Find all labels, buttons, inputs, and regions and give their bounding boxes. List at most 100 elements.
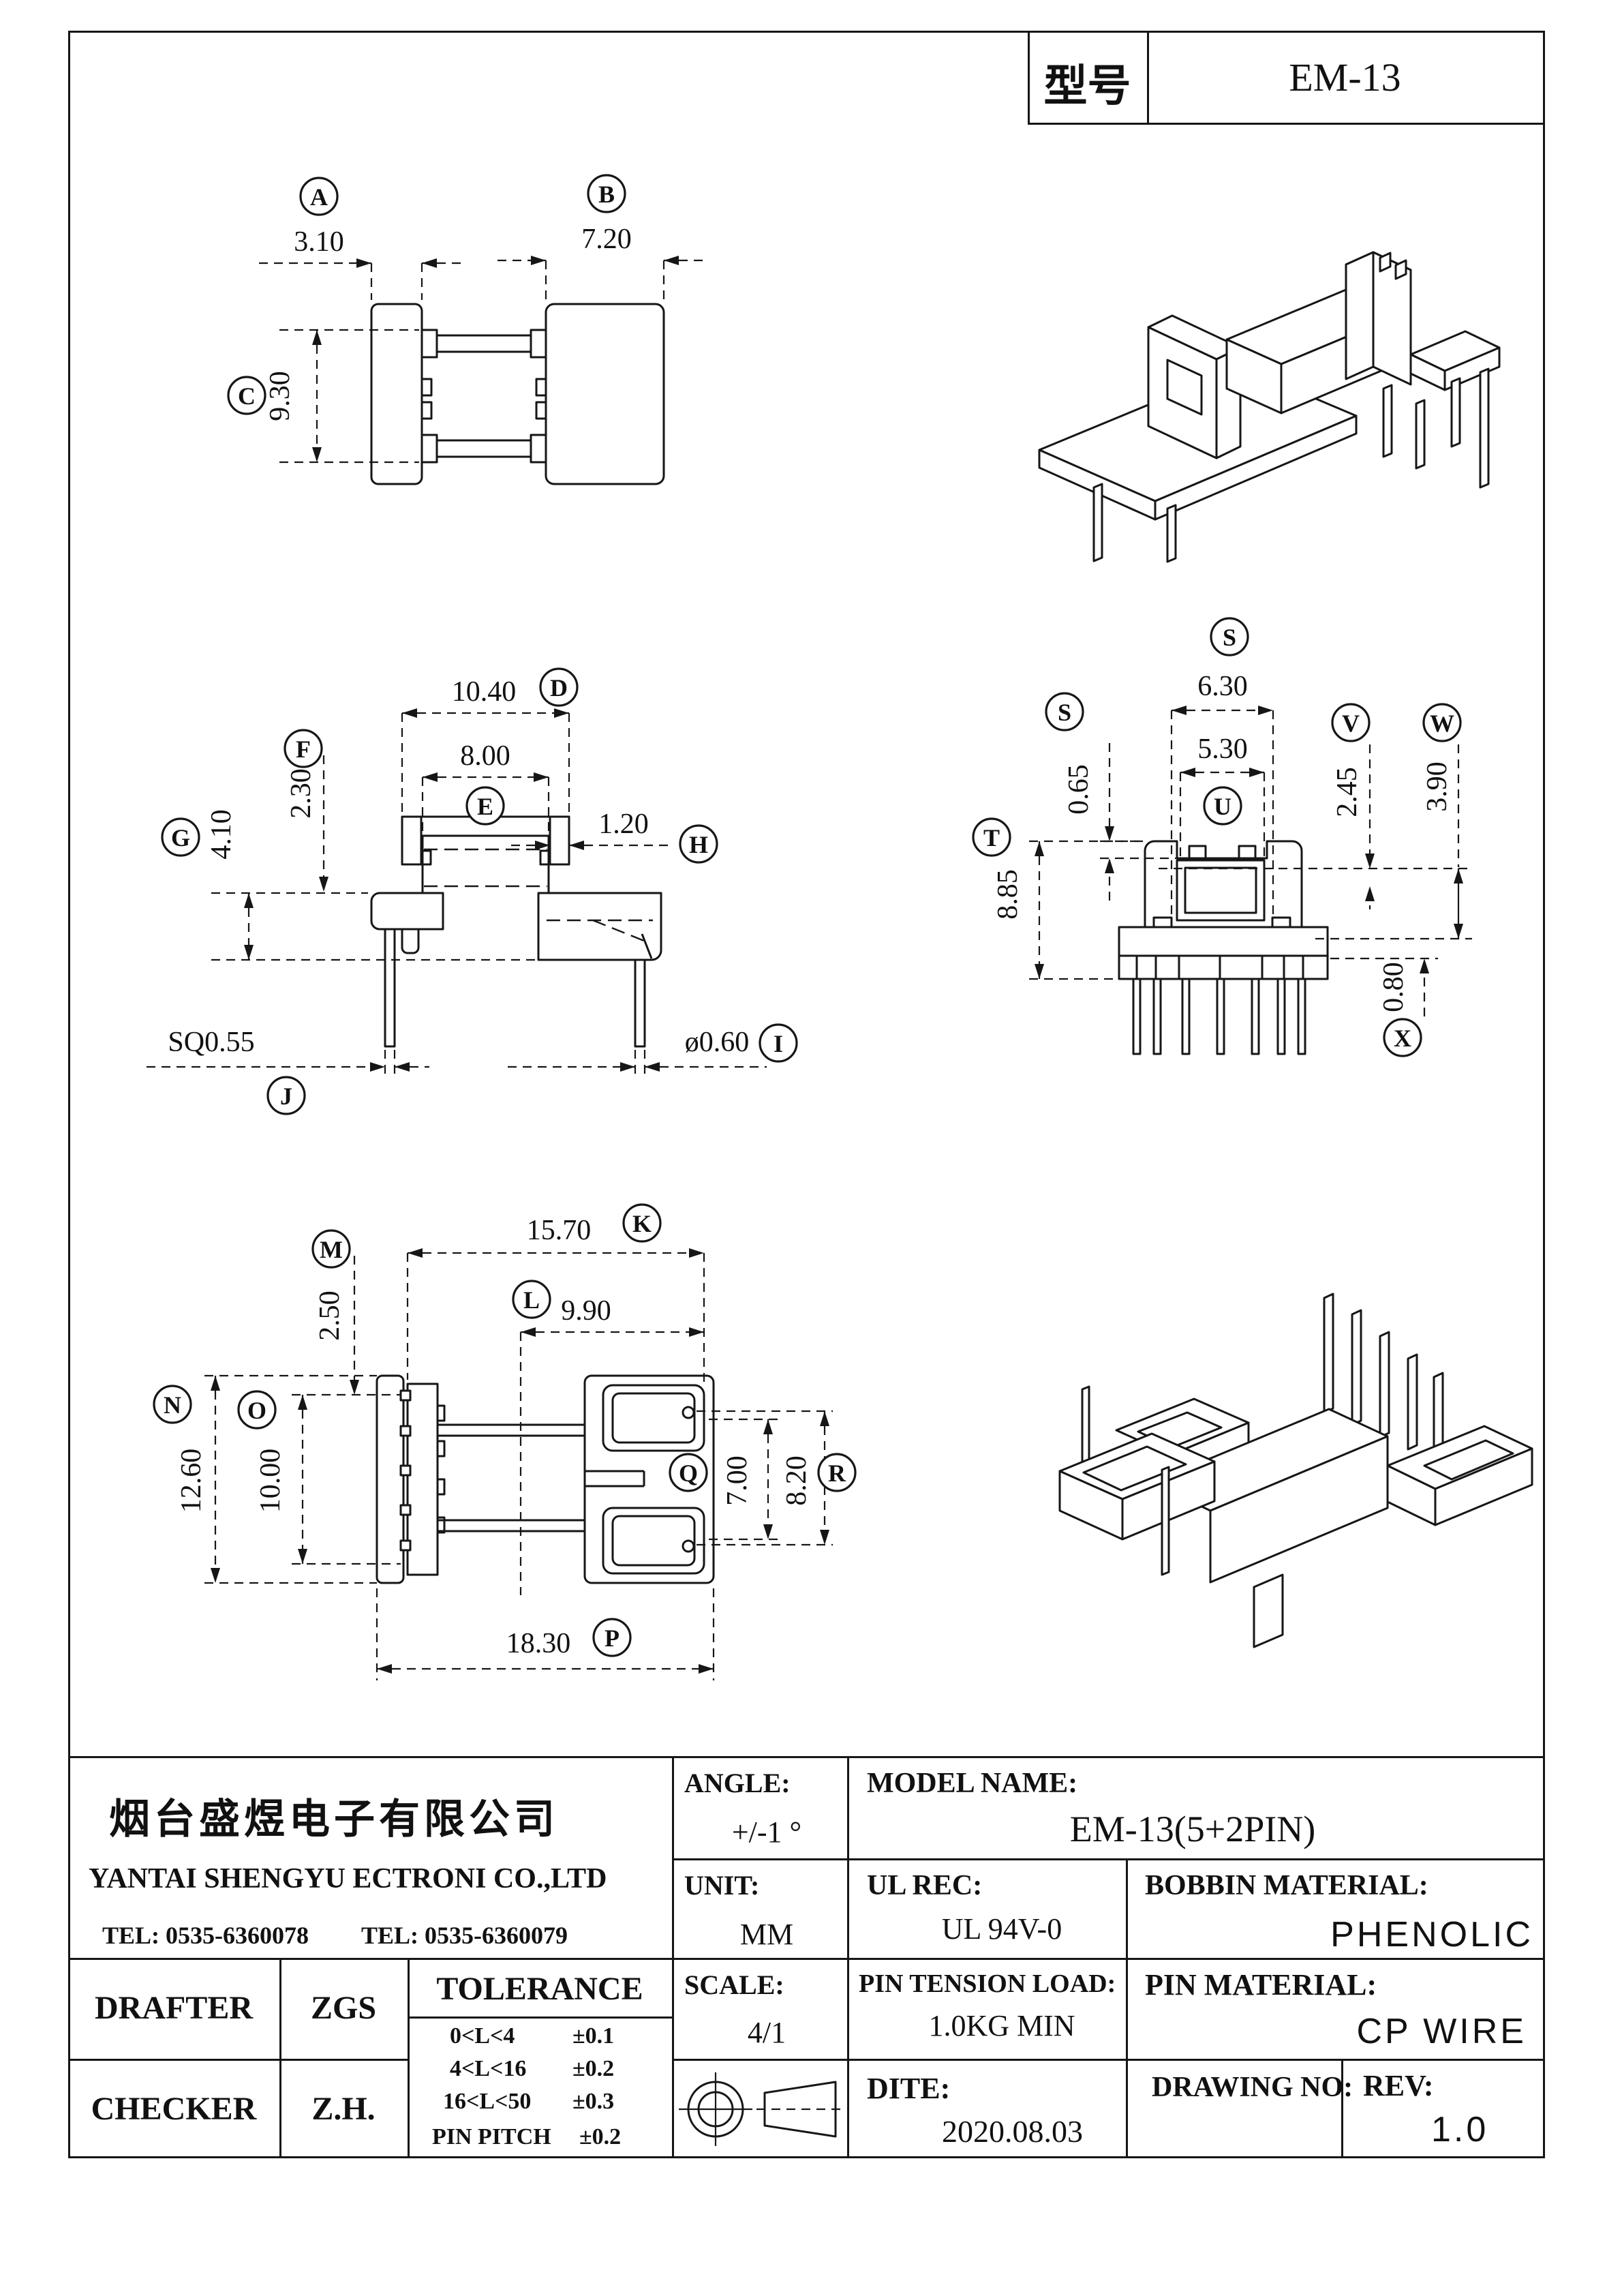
ul-rec-value: UL 94V-0 bbox=[941, 1912, 1062, 1946]
dite-label: DITE: bbox=[867, 2072, 951, 2105]
svg-text:3.10: 3.10 bbox=[294, 226, 344, 258]
angle-label: ANGLE: bbox=[684, 1768, 791, 1798]
rev-value: 1.0 bbox=[1431, 2110, 1489, 2149]
tolerance-row-value: ±0.3 bbox=[572, 2089, 615, 2114]
pin-material-value: CP WIRE bbox=[1356, 2012, 1527, 2051]
company-name-cn: 烟台盛煜电子有限公司 bbox=[109, 1797, 559, 1842]
dim-L: 9.90 L bbox=[512, 1280, 704, 1337]
dim-D: 10.40 D bbox=[401, 667, 579, 814]
company-tel-right: TEL: 0535-6360079 bbox=[361, 1922, 568, 1949]
dim-G: 4.10 G bbox=[161, 809, 535, 961]
dim-K: 15.70 K bbox=[406, 1203, 705, 1383]
company-tel-left: TEL: 0535-6360078 bbox=[102, 1922, 309, 1949]
tolerance-row: 16<L<50 bbox=[443, 2089, 532, 2114]
svg-text:I: I bbox=[774, 1030, 783, 1057]
svg-text:4.10: 4.10 bbox=[206, 809, 237, 860]
dim-R: 8.20 R bbox=[697, 1410, 857, 1546]
pin-tension-label: PIN TENSION LOAD: bbox=[859, 1969, 1116, 1998]
svg-text:8.20: 8.20 bbox=[781, 1455, 812, 1506]
dim-H: 1.20 H bbox=[511, 809, 718, 864]
svg-text:2.45: 2.45 bbox=[1332, 767, 1363, 817]
angle-value: +/-1 ° bbox=[731, 1815, 802, 1849]
svg-text:M: M bbox=[320, 1236, 343, 1263]
svg-text:C: C bbox=[238, 382, 256, 410]
dim-N: 12.60 N bbox=[153, 1374, 377, 1584]
dim-W: 3.90 W bbox=[1422, 703, 1463, 939]
svg-text:X: X bbox=[1394, 1025, 1411, 1052]
front-view-part bbox=[370, 815, 662, 1048]
bottom-view-drawing: 15.70 K 2.50 M 9.90 L 12.60 N bbox=[153, 1203, 857, 1680]
svg-text:Q: Q bbox=[679, 1460, 698, 1487]
svg-text:N: N bbox=[164, 1391, 181, 1419]
svg-text:0.80: 0.80 bbox=[1378, 962, 1409, 1012]
svg-text:18.30: 18.30 bbox=[506, 1628, 571, 1659]
bobbin-material-value: PHENOLIC bbox=[1330, 1915, 1533, 1954]
drafter-label: DRAFTER bbox=[94, 1990, 253, 2026]
side-view-part bbox=[1118, 840, 1329, 1055]
dim-F: 2.30 F bbox=[284, 729, 328, 892]
svg-text:V: V bbox=[1342, 710, 1360, 737]
dim-O: 10.00 O bbox=[237, 1390, 401, 1565]
unit-label: UNIT: bbox=[684, 1870, 760, 1901]
svg-text:15.70: 15.70 bbox=[527, 1215, 592, 1246]
dim-E: 8.00 E bbox=[421, 740, 550, 833]
iso-upper-part bbox=[1038, 251, 1501, 563]
svg-text:2.50: 2.50 bbox=[314, 1290, 346, 1341]
tolerance-title: TOLERANCE bbox=[436, 1971, 643, 2007]
top-view-part bbox=[370, 303, 665, 485]
rev-label: REV: bbox=[1363, 2069, 1434, 2102]
svg-text:6.30: 6.30 bbox=[1197, 671, 1248, 702]
tolerance-row-value: ±0.1 bbox=[572, 2023, 615, 2049]
dim-T: 8.85 T bbox=[972, 817, 1145, 980]
company-name-en: YANTAI SHENGYU ECTRONI CO.,LTD bbox=[89, 1863, 607, 1894]
checker-label: CHECKER bbox=[91, 2091, 257, 2127]
svg-text:7.20: 7.20 bbox=[581, 224, 632, 255]
dim-S-top: 6.30 S bbox=[1170, 617, 1274, 918]
svg-text:P: P bbox=[605, 1625, 619, 1652]
svg-text:L: L bbox=[523, 1286, 540, 1314]
svg-text:T: T bbox=[983, 824, 1000, 851]
tolerance-row: 4<L<16 bbox=[450, 2056, 527, 2081]
model-name-value: EM-13(5+2PIN) bbox=[1069, 1809, 1316, 1849]
dim-B: 7.20 B bbox=[498, 174, 707, 300]
tolerance-row: 0<L<4 bbox=[450, 2023, 515, 2049]
svg-text:12.60: 12.60 bbox=[176, 1449, 207, 1513]
svg-text:E: E bbox=[477, 793, 493, 820]
svg-text:SQ0.55: SQ0.55 bbox=[168, 1027, 254, 1058]
svg-text:9.30: 9.30 bbox=[264, 371, 296, 421]
svg-text:8.85: 8.85 bbox=[992, 869, 1024, 920]
svg-text:7.00: 7.00 bbox=[722, 1455, 753, 1506]
svg-text:S: S bbox=[1058, 699, 1071, 726]
svg-text:D: D bbox=[550, 674, 568, 701]
dite-value: 2020.08.03 bbox=[942, 2114, 1083, 2149]
dim-Q: 7.00 Q bbox=[669, 1418, 778, 1541]
iso-lower-part bbox=[1058, 1293, 1533, 1648]
front-view-drawing: 10.40 D 8.00 E 2.30 F 4.10 bbox=[147, 667, 798, 1115]
dim-C: 9.30 C bbox=[227, 329, 419, 464]
scale-label: SCALE: bbox=[684, 1969, 784, 2000]
dim-V: 2.45 V bbox=[1331, 703, 1375, 909]
svg-text:10.40: 10.40 bbox=[452, 676, 517, 708]
isometric-view-lower bbox=[1058, 1293, 1533, 1648]
svg-text:F: F bbox=[296, 736, 311, 763]
svg-text:J: J bbox=[280, 1083, 292, 1110]
svg-text:8.00: 8.00 bbox=[460, 740, 510, 772]
dim-U: 5.30 U bbox=[1179, 734, 1266, 859]
svg-text:B: B bbox=[598, 181, 615, 208]
svg-text:W: W bbox=[1430, 710, 1454, 737]
svg-text:3.90: 3.90 bbox=[1422, 761, 1453, 812]
projection-symbol-icon bbox=[679, 2072, 844, 2146]
svg-text:10.00: 10.00 bbox=[255, 1449, 286, 1513]
pin-tension-value: 1.0KG MIN bbox=[928, 2009, 1075, 2042]
top-view-drawing: 3.10 A 7.20 B 9.30 C bbox=[227, 174, 707, 485]
svg-text:O: O bbox=[247, 1397, 266, 1424]
svg-text:H: H bbox=[689, 831, 708, 858]
svg-text:U: U bbox=[1214, 793, 1231, 820]
drawing-no-label: DRAWING NO: bbox=[1152, 2072, 1353, 2103]
scale-value: 4/1 bbox=[747, 2016, 786, 2049]
svg-text:0.65: 0.65 bbox=[1063, 764, 1095, 815]
dim-A: 3.10 A bbox=[259, 177, 466, 300]
svg-text:G: G bbox=[171, 824, 190, 851]
dim-J: SQ0.55 J bbox=[147, 1027, 429, 1115]
